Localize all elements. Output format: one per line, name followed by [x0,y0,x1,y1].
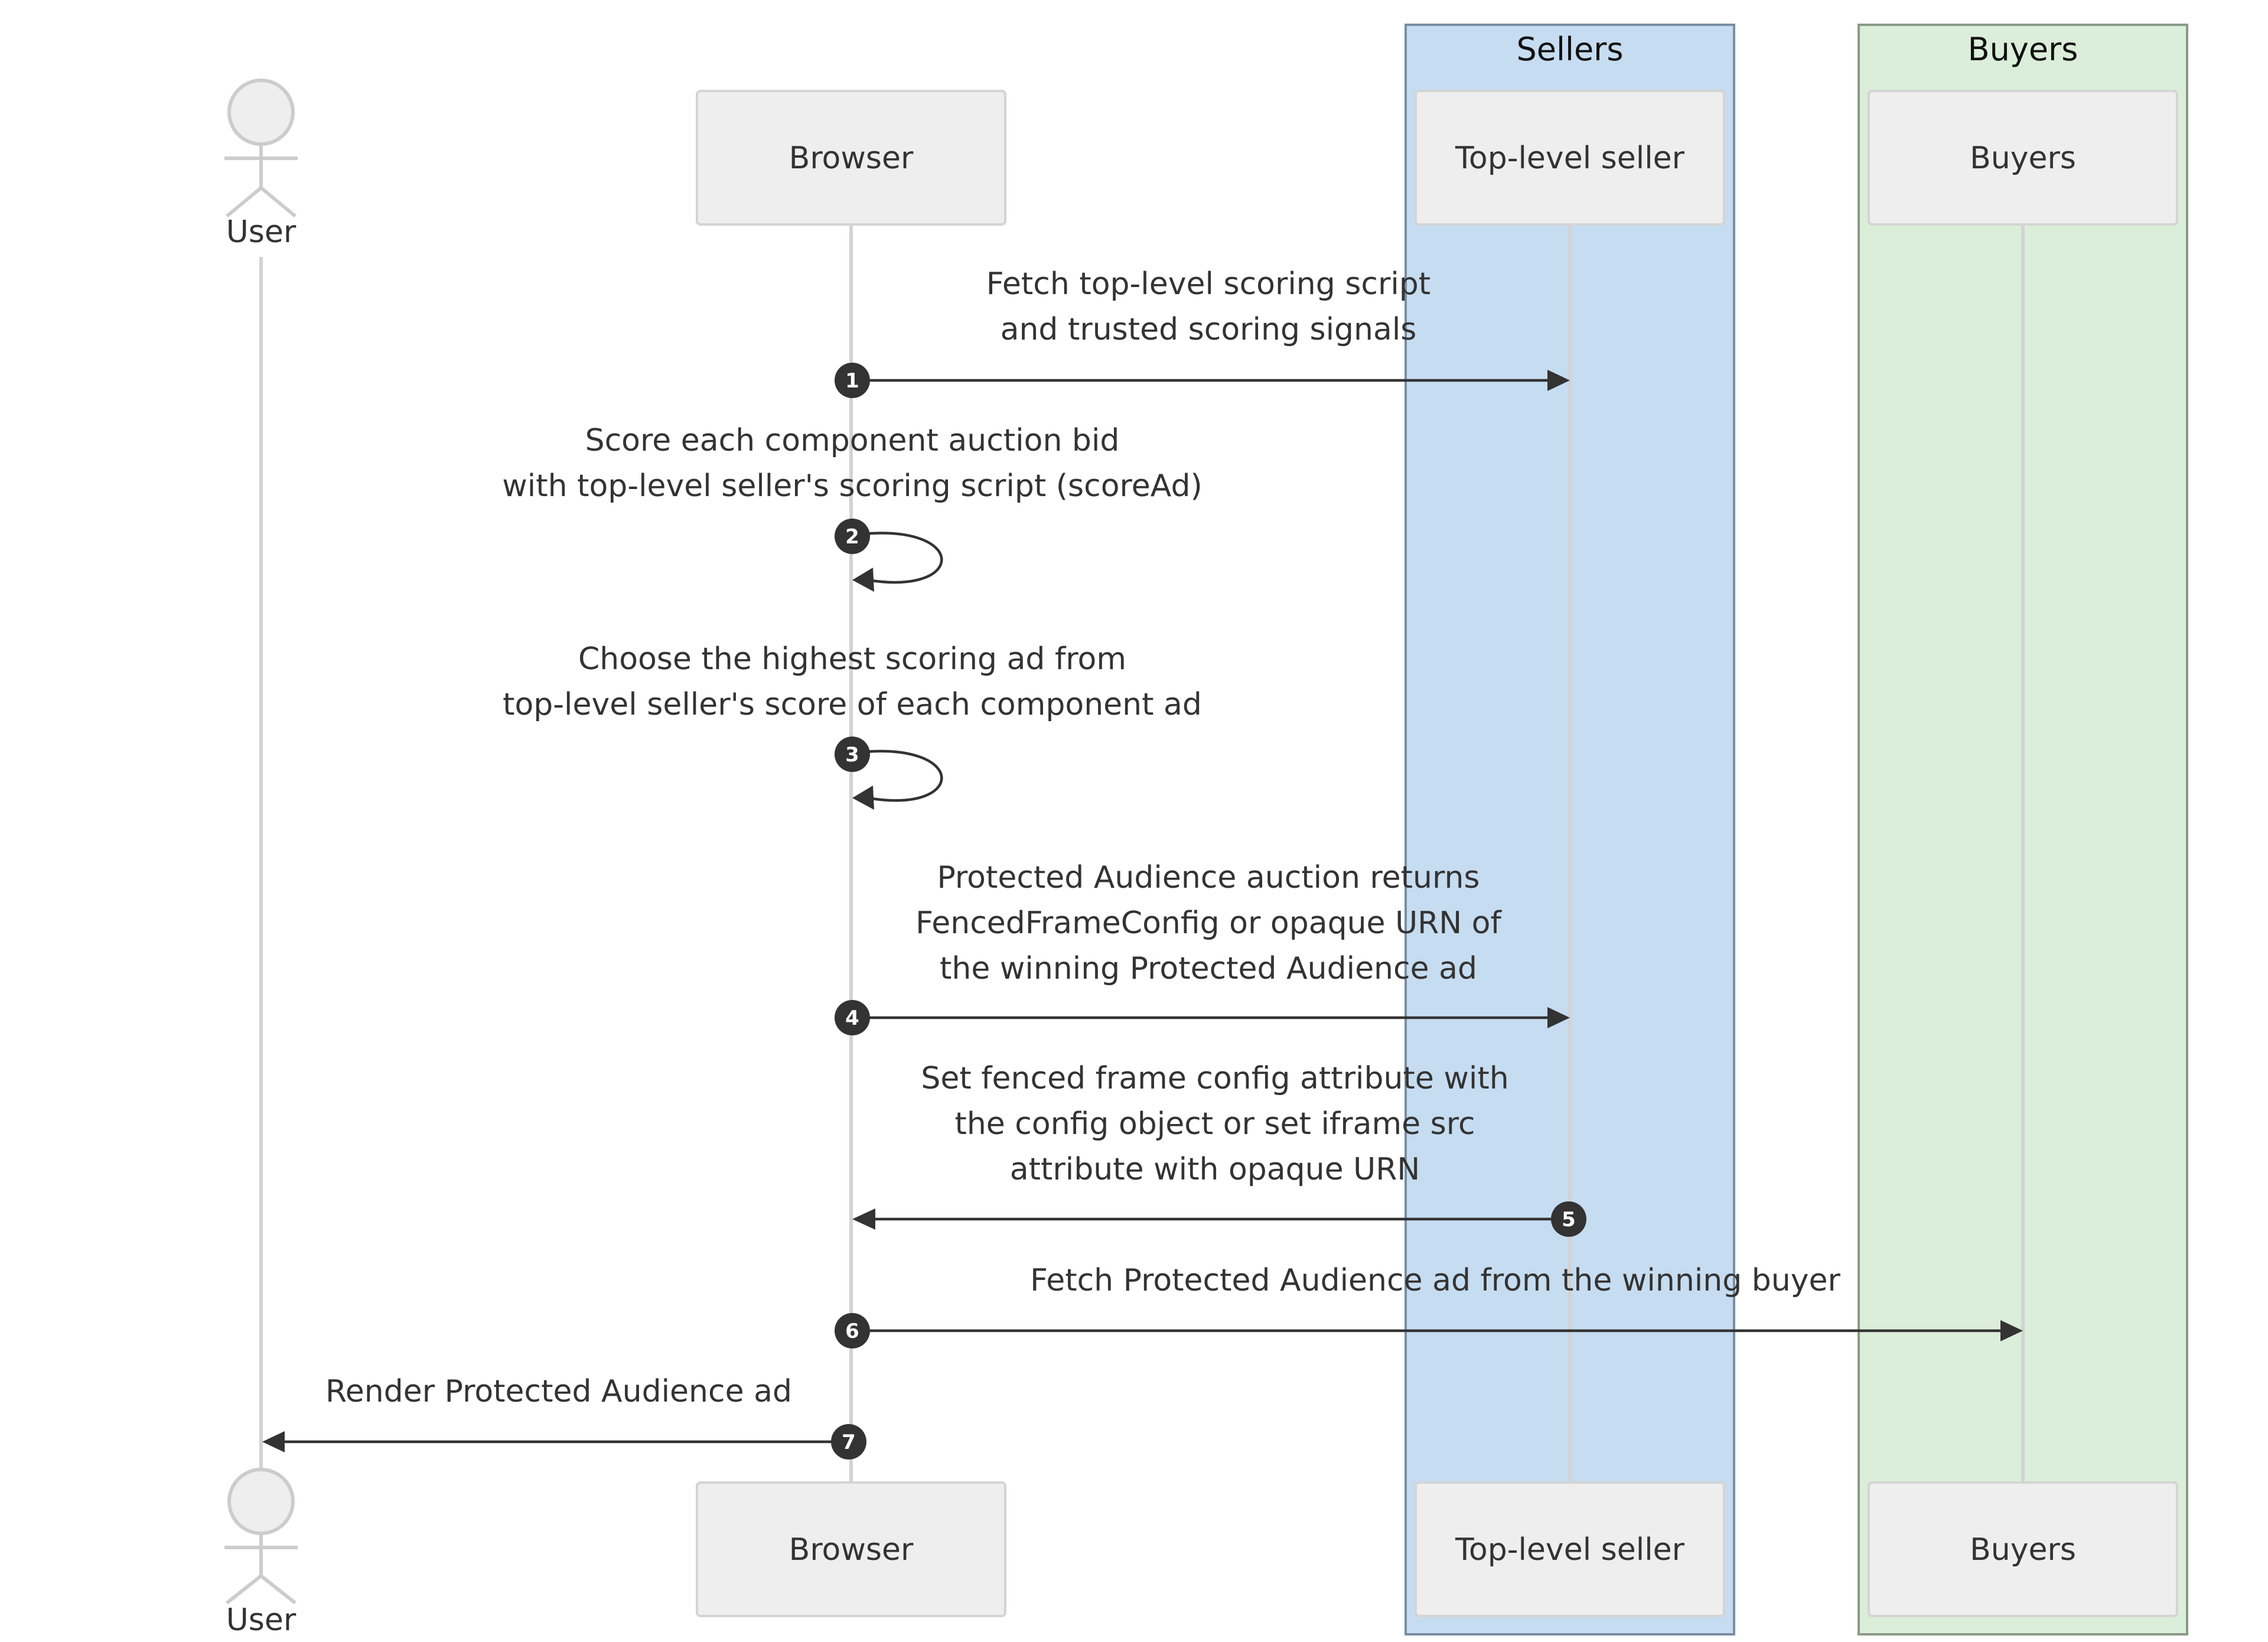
message-1-number-badge [835,363,870,398]
message-3: Choose the highest scoring ad from top-l… [503,641,1202,810]
user-actor-head [227,79,295,146]
message-6: Fetch Protected Audience ad from the win… [835,1263,2023,1348]
message-2-number-badge [835,519,870,554]
message-7-number-badge [831,1424,866,1459]
message-2-number: 2 [845,525,859,549]
message-2: Score each component auction bid with to… [502,423,1203,592]
user-label-bottom: User [226,1602,296,1638]
seller-label-top: Top-level seller [1455,141,1685,176]
message-3-loop-arrow [852,750,943,802]
browser-label-bottom: Browser [789,1532,914,1568]
message-1-label-line-1: Fetch top-level scoring script [986,266,1430,302]
message-2-label-line-2: with top-level seller's scoring script (… [502,468,1203,504]
user-actor-head-bottom [227,1468,295,1535]
browser-label-top: Browser [789,141,914,176]
message-1-number: 1 [845,369,859,393]
message-3-label-line-1: Choose the highest scoring ad from [578,641,1126,677]
message-4-number-badge [835,1000,870,1035]
message-7: Render Protected Audience ad 7 [262,1374,866,1459]
message-5: Set fenced frame config attribute with t… [852,1061,1586,1237]
message-2-label-line-1: Score each component auction bid [585,423,1120,458]
message-7-number: 7 [842,1431,856,1454]
seller-box-bottom: Top-level seller [1415,1481,1725,1617]
user-actor-top: User [224,79,298,250]
seller-label-bottom: Top-level seller [1455,1532,1685,1568]
buyers-group-label: Buyers [1968,31,2078,68]
message-4-label-line-1: Protected Audience auction returns [937,860,1480,895]
buyers-label-bottom: Buyers [1970,1532,2076,1568]
buyers-box-bottom: Buyers [1868,1481,2178,1617]
message-4: Protected Audience auction returns Fence… [835,860,1570,1035]
message-5-label-line-1: Set fenced frame config attribute with [921,1061,1508,1096]
user-actor-bottom: User [224,1468,298,1638]
message-6-label-line-1: Fetch Protected Audience ad from the win… [1030,1263,1840,1298]
message-7-arrowhead [262,1431,285,1452]
message-3-number-badge [835,737,870,772]
message-2-loop-arrow [852,532,943,584]
message-6-number-badge [835,1313,870,1348]
buyers-box-top: Buyers [1868,90,2178,226]
message-3-label-line-2: top-level seller's score of each compone… [503,687,1202,722]
message-4-arrowhead [1547,1007,1570,1028]
message-5-label-line-3: attribute with opaque URN [1010,1152,1420,1187]
message-4-number: 4 [845,1006,859,1030]
message-5-label-line-2: the config object or set iframe src [954,1106,1475,1142]
browser-box-top: Browser [696,90,1006,226]
message-5-number: 5 [1562,1208,1576,1232]
user-label-top: User [226,214,296,250]
message-5-number-badge [1551,1201,1586,1237]
message-2-arrowhead [852,568,874,592]
message-7-label-line-1: Render Protected Audience ad [325,1374,792,1409]
message-4-label-line-3: the winning Protected Audience ad [940,951,1477,986]
buyers-label-top: Buyers [1970,141,2076,176]
message-1: Fetch top-level scoring script and trust… [835,266,1570,398]
seller-box-top: Top-level seller [1415,90,1725,226]
message-6-arrowhead [2000,1320,2023,1341]
message-4-label-line-2: FencedFrameConfig or opaque URN of [915,905,1502,941]
message-3-arrowhead [852,786,874,810]
sellers-group-label: Sellers [1516,31,1623,68]
message-5-arrowhead [852,1208,875,1230]
message-1-label-line-2: and trusted scoring signals [1001,312,1417,347]
message-1-arrowhead [1547,370,1570,391]
message-3-number: 3 [845,743,859,767]
browser-box-bottom: Browser [696,1481,1006,1617]
message-6-number: 6 [845,1320,859,1343]
